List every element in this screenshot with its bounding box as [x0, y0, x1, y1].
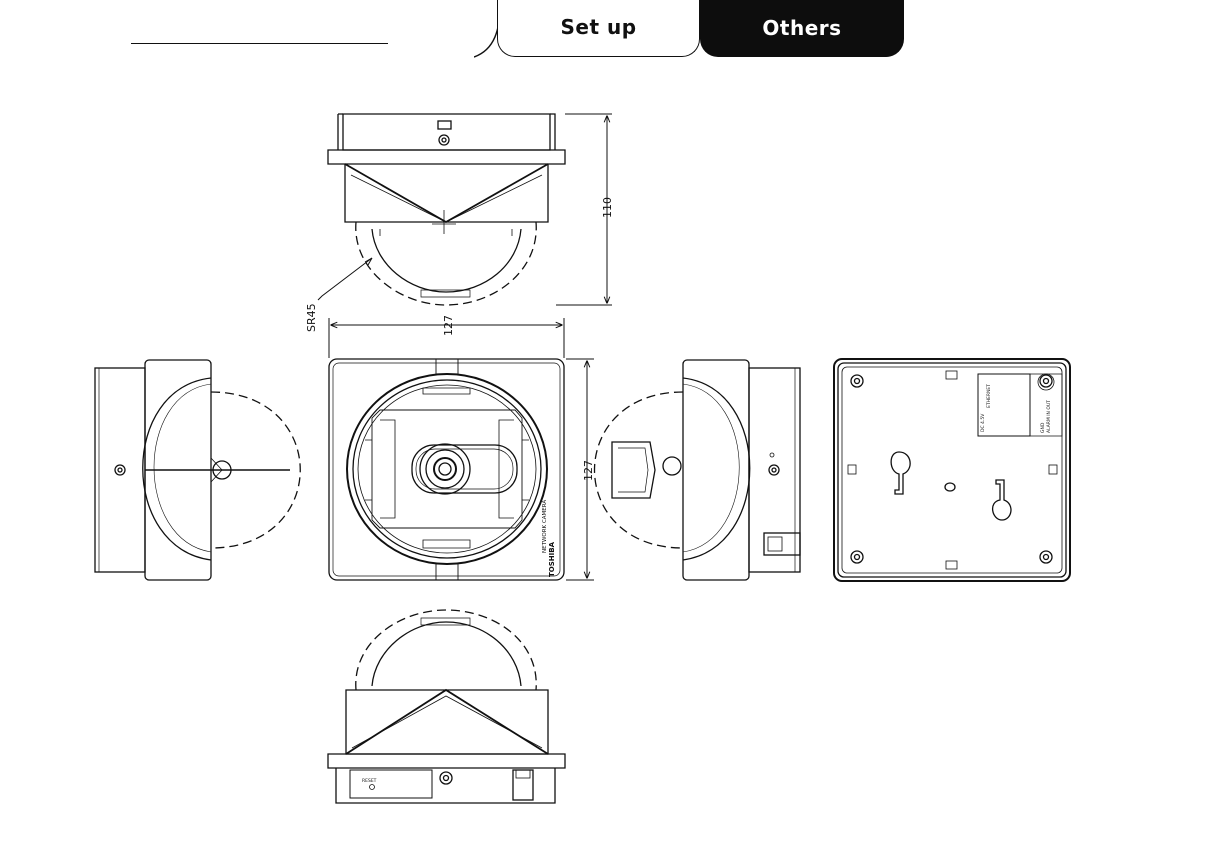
back-alarm-label: ALARM IN OUT: [1046, 400, 1052, 433]
bottom-reset-label: RESET: [362, 778, 377, 784]
back-view: [834, 359, 1070, 581]
dim-127-height-label: 127: [582, 460, 595, 481]
left-side-view: [95, 360, 300, 580]
dim-110-label: 110: [601, 197, 614, 218]
front-brand-label: TOSHIBA: [548, 541, 556, 577]
back-gnd-label: GND: [1040, 422, 1046, 433]
dim-sr45-label: SR45: [305, 303, 318, 332]
front-product-label: NETWORK CAMERA: [542, 500, 548, 553]
bottom-elevation-view: [328, 610, 565, 803]
top-elevation-view: [318, 114, 565, 305]
right-side-view: [595, 360, 801, 580]
front-view: [329, 359, 564, 580]
back-ethernet-label: ETHERNET: [986, 384, 992, 408]
back-dc-label: DC 4.5V: [980, 413, 986, 432]
dim-127-width-label: 127: [442, 315, 455, 336]
